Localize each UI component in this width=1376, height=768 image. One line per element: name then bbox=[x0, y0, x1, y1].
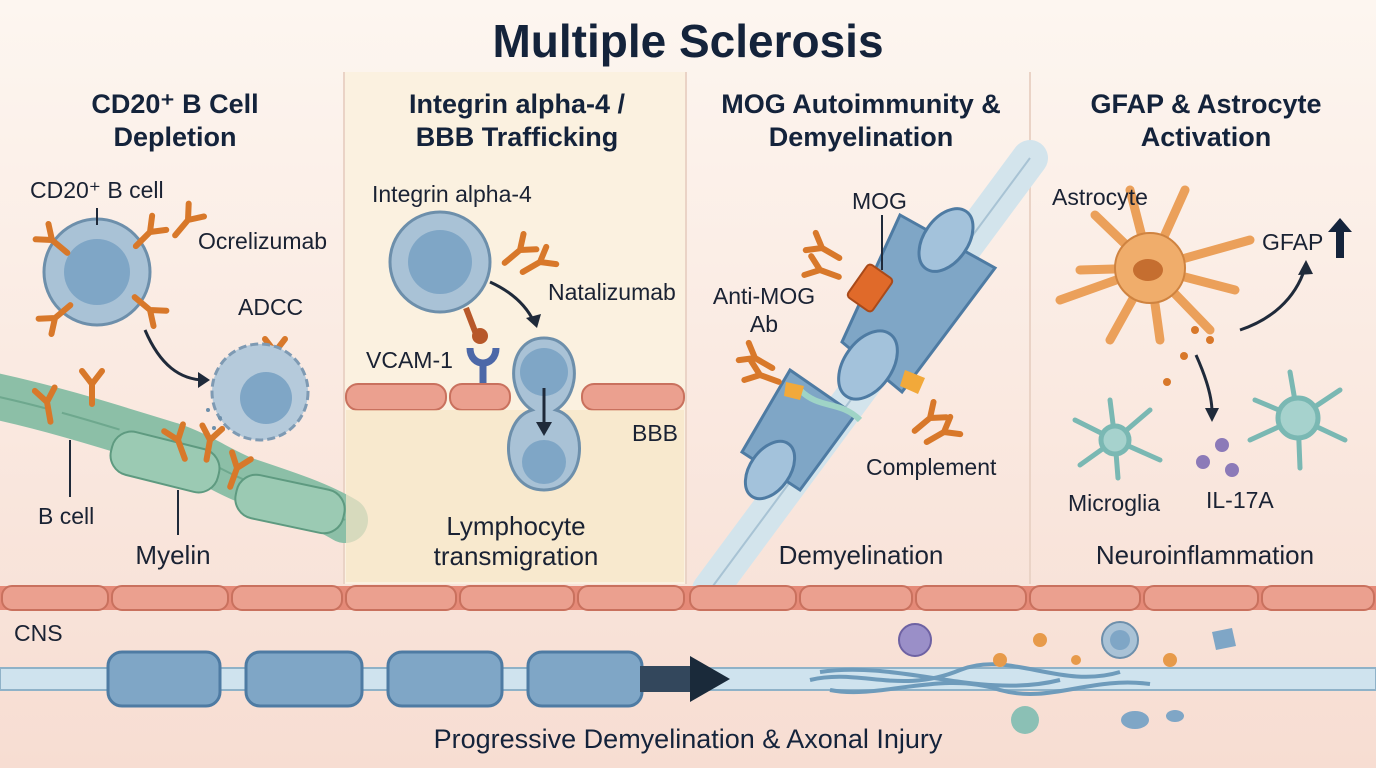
inflammatory-cells bbox=[898, 621, 1236, 734]
caption-lymphocyte-transmigration: Lymphocyte transmigration bbox=[433, 511, 599, 571]
panel-heading-gfap: GFAP & Astrocyte Activation bbox=[1090, 89, 1322, 152]
microglia-icon bbox=[1072, 397, 1163, 481]
integrin-receptor bbox=[463, 306, 479, 336]
complement-icon bbox=[900, 370, 925, 394]
label-anti-mog-ab: Anti-MOG Ab bbox=[712, 283, 816, 337]
panel-heading-mog: MOG Autoimmunity & Demyelination bbox=[721, 89, 1001, 152]
label-cd20-b-cell: CD20⁺ B cell bbox=[30, 177, 164, 203]
microglia-icon bbox=[1247, 369, 1348, 471]
integrin-head bbox=[472, 328, 488, 344]
arrow-head-icon bbox=[198, 372, 210, 388]
panel-heading-b-cell: CD20⁺ B Cell Depletion bbox=[91, 89, 259, 152]
lymphocyte bbox=[388, 210, 492, 314]
myelin-segment bbox=[106, 650, 644, 708]
label-mog: MOG bbox=[852, 188, 907, 214]
label-b-cell: B cell bbox=[38, 503, 95, 529]
damaged-axon bbox=[809, 662, 1151, 696]
label-astrocyte: Astrocyte bbox=[1052, 184, 1148, 210]
astrocyte-icon bbox=[1055, 185, 1255, 345]
cytokine-dots bbox=[1163, 326, 1239, 477]
up-arrow-icon bbox=[1328, 218, 1352, 258]
arrow-icon bbox=[1194, 354, 1214, 413]
label-gfap: GFAP bbox=[1262, 229, 1324, 255]
arrow-head-icon bbox=[1298, 260, 1313, 275]
endothelium-layer bbox=[0, 585, 1376, 611]
bottom-caption: Progressive Demyelination & Axonal Injur… bbox=[433, 724, 943, 754]
label-vcam-1: VCAM-1 bbox=[366, 347, 453, 373]
arrow-head-icon bbox=[526, 314, 541, 328]
b-cell bbox=[42, 217, 152, 327]
transmigrating-lymphocyte bbox=[507, 336, 581, 492]
label-bbb: BBB bbox=[632, 420, 679, 446]
caption-neuroinflammation: Neuroinflammation bbox=[1095, 540, 1315, 570]
caption-demyelination: Demyelination bbox=[778, 540, 944, 570]
label-cns: CNS bbox=[14, 620, 63, 646]
panel-heading-integrin: Integrin alpha-4 / BBB Trafficking bbox=[408, 89, 626, 152]
complement-icon bbox=[784, 382, 804, 400]
label-complement: Complement bbox=[866, 454, 997, 480]
myelin-sheath bbox=[0, 373, 368, 543]
label-ocrelizumab: Ocrelizumab bbox=[198, 228, 328, 254]
page-title: Multiple Sclerosis bbox=[492, 15, 884, 67]
arrow-icon bbox=[1239, 267, 1307, 332]
label-microglia: Microglia bbox=[1068, 490, 1161, 516]
label-adcc: ADCC bbox=[238, 294, 304, 320]
label-il-17a: IL-17A bbox=[1206, 487, 1274, 513]
myelin-segment bbox=[739, 207, 998, 501]
mog-protein bbox=[846, 263, 894, 313]
lysed-b-cell bbox=[206, 342, 310, 442]
arrow-head-icon bbox=[690, 656, 730, 702]
progression-arrow bbox=[640, 666, 690, 692]
label-integrin-alpha-4: Integrin alpha-4 bbox=[372, 181, 532, 207]
label-natalizumab: Natalizumab bbox=[548, 279, 676, 305]
arrow-head-icon bbox=[1205, 408, 1219, 422]
caption-myelin: Myelin bbox=[135, 540, 211, 570]
arrow-icon bbox=[143, 329, 206, 382]
